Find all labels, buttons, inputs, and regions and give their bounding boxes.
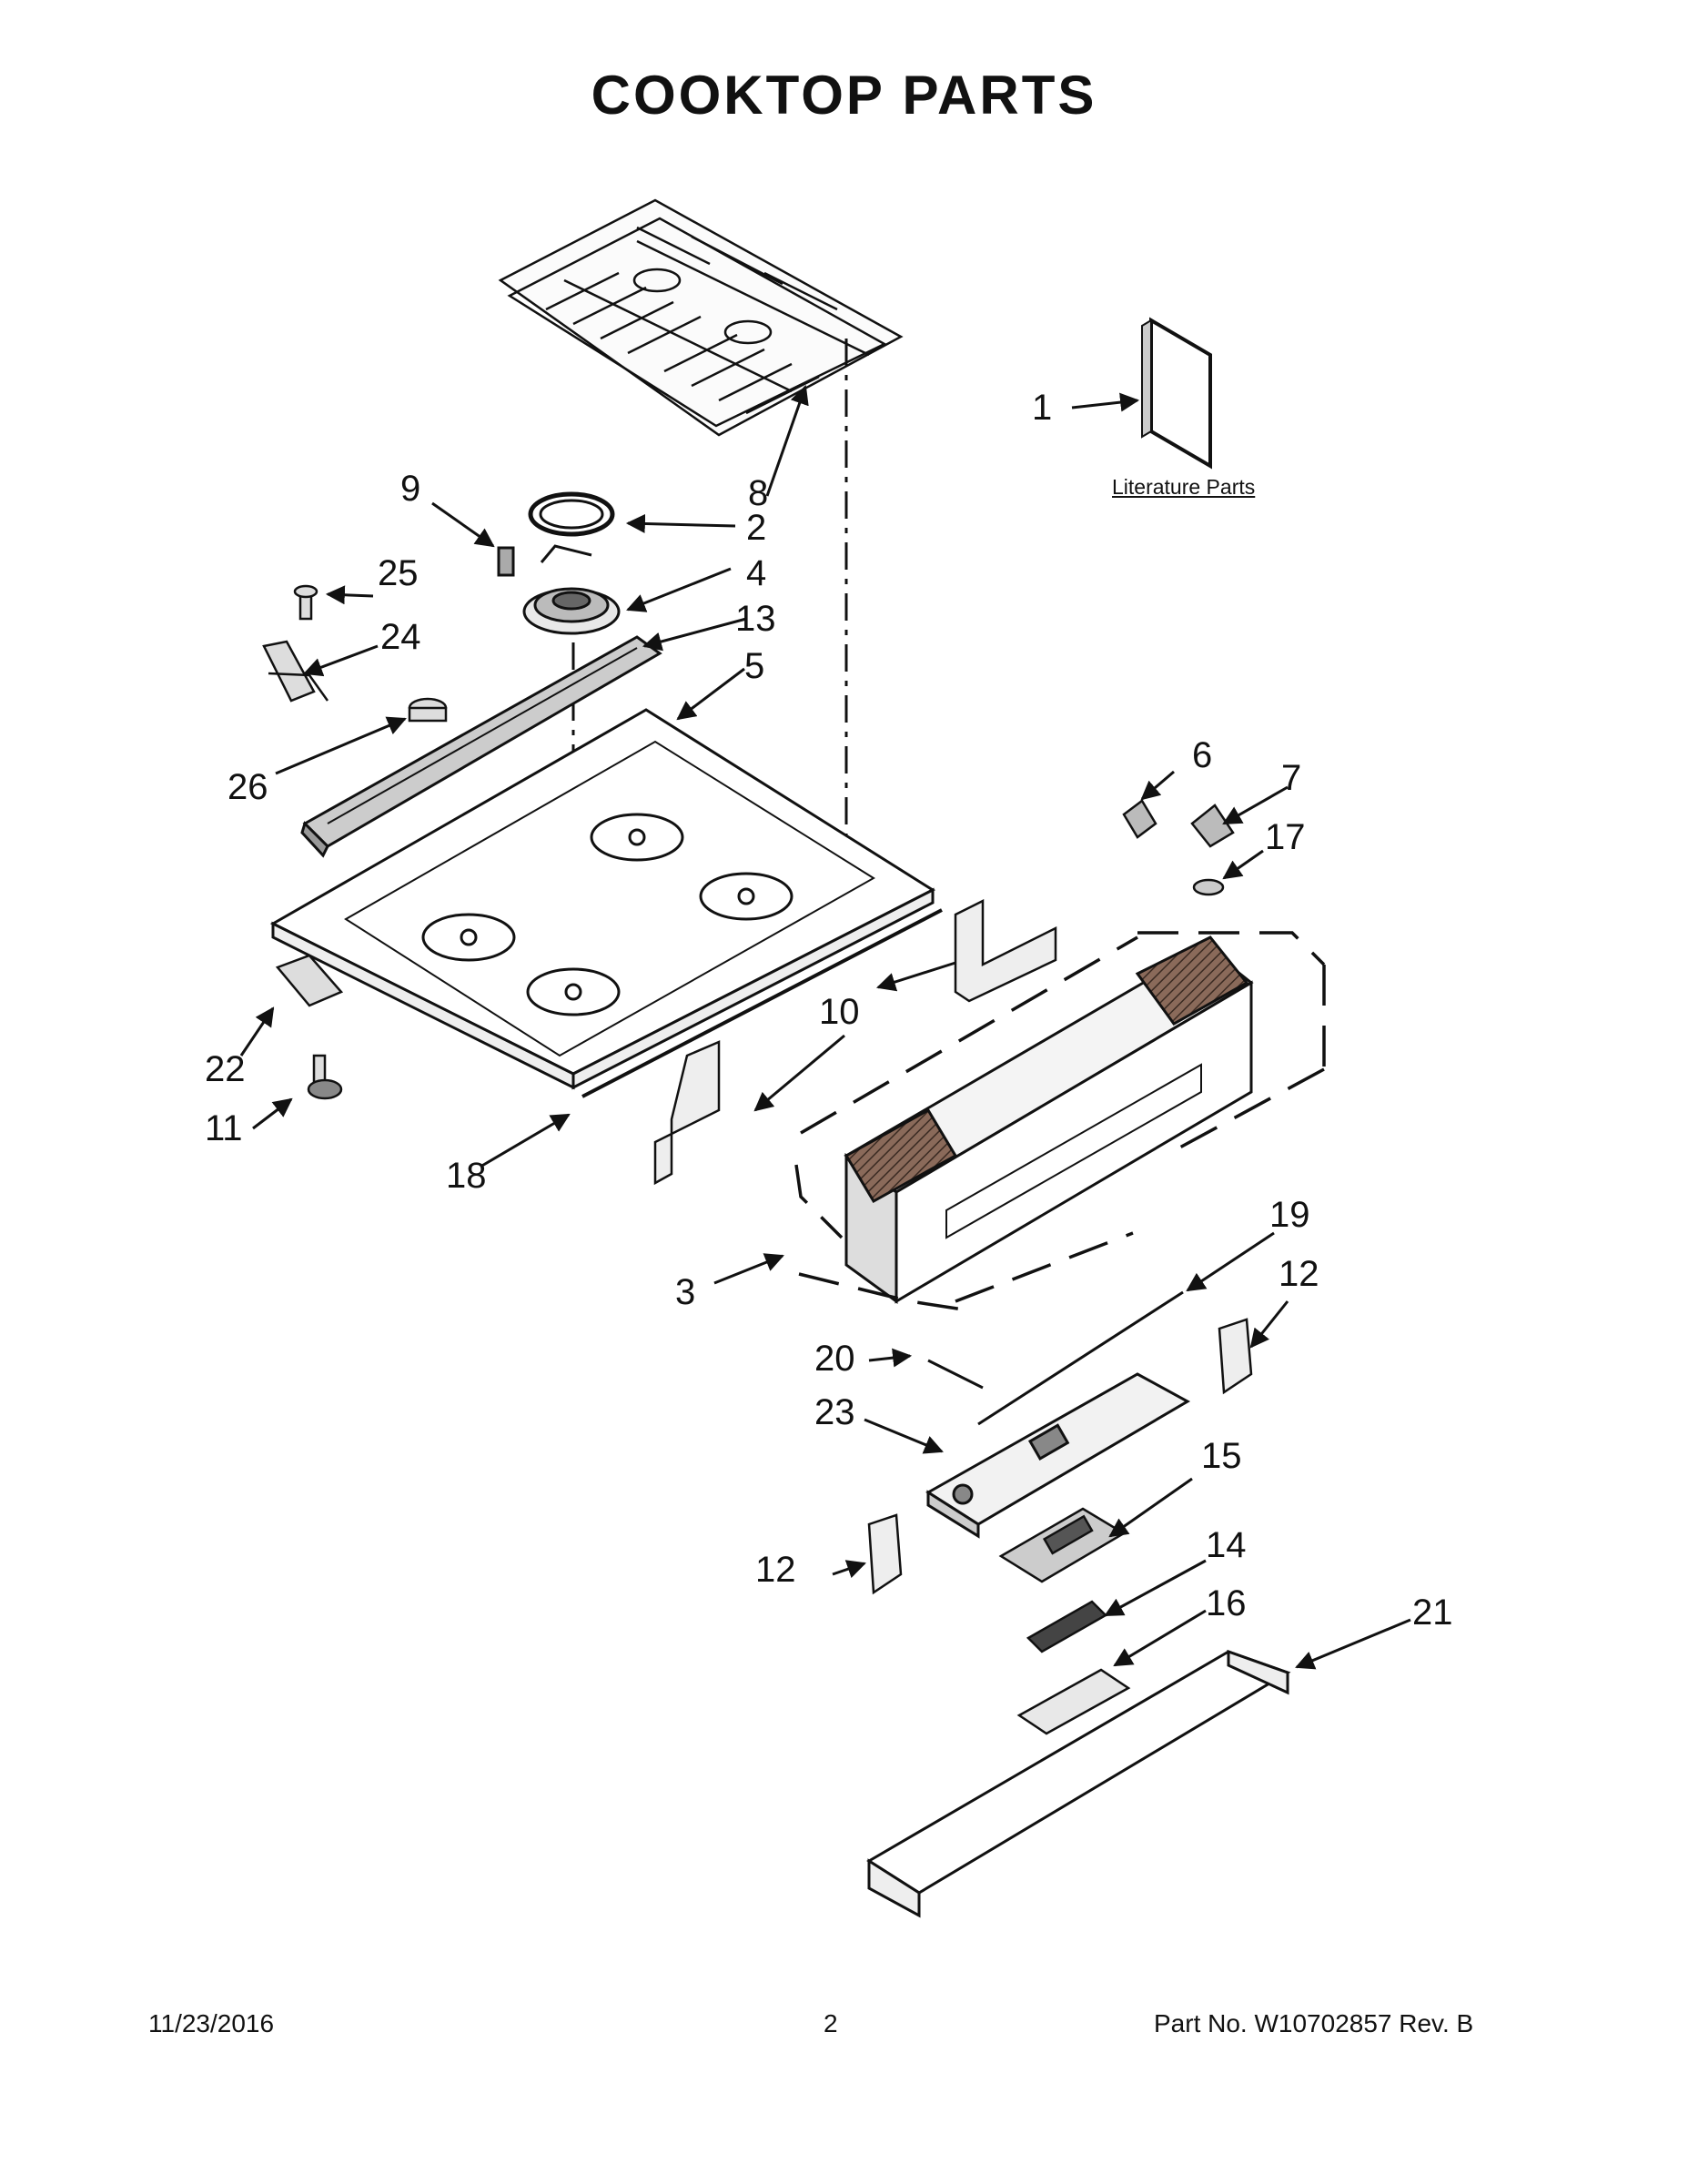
bottom-trim — [866, 1649, 1291, 1918]
callout-9: 9 — [400, 469, 421, 509]
callout-6: 6 — [1192, 735, 1213, 775]
burner-assembly — [497, 491, 621, 635]
literature-parts-label: Literature Parts — [1112, 475, 1256, 499]
control-board-bracket — [925, 1372, 1191, 1539]
end-brackets — [867, 1318, 1253, 1595]
callout-21: 21 — [1412, 1592, 1453, 1633]
callout-25: 25 — [378, 553, 419, 593]
callout-22: 22 — [205, 1049, 246, 1089]
page-title: COOKTOP PARTS — [591, 65, 1097, 126]
wire-20 — [927, 1359, 984, 1390]
small-hardware — [262, 584, 448, 723]
callout-15: 15 — [1201, 1436, 1242, 1476]
literature-booklet — [1141, 317, 1212, 470]
cooktop-grate — [498, 198, 904, 437]
callout-7: 7 — [1281, 758, 1302, 798]
callout-14: 14 — [1206, 1525, 1247, 1565]
callout-4: 4 — [746, 553, 767, 593]
callout-26: 26 — [227, 767, 268, 807]
leveling-foot — [307, 1054, 343, 1100]
callout-2: 2 — [746, 508, 767, 548]
callout-19: 19 — [1269, 1195, 1310, 1235]
callout-5: 5 — [744, 646, 765, 686]
bracket-22 — [275, 954, 344, 1007]
assembly-dashes — [794, 931, 1326, 1312]
callout-12-bottom: 12 — [755, 1550, 796, 1590]
callout-1: 1 — [1032, 388, 1053, 428]
callout-23: 23 — [814, 1392, 855, 1432]
electronics — [998, 1507, 1131, 1735]
wire-19 — [977, 1290, 1184, 1426]
cooktop-surface — [269, 708, 936, 1090]
footer-date: 11/23/2016 — [148, 2009, 275, 2037]
callout-18: 18 — [446, 1156, 487, 1196]
callout-leaders — [239, 385, 1411, 1670]
callout-17: 17 — [1265, 817, 1306, 857]
control-panel — [844, 935, 1254, 1304]
callout-10: 10 — [819, 992, 860, 1032]
callout-20: 20 — [814, 1339, 855, 1379]
side-trim-strip — [581, 908, 943, 1098]
callout-8: 8 — [748, 473, 769, 513]
control-knobs — [1122, 799, 1235, 896]
footer-part-number: Part No. W10702857 Rev. B — [1154, 2009, 1474, 2037]
callout-12-top: 12 — [1279, 1254, 1319, 1294]
igniter-bar — [300, 635, 662, 858]
footer-page-number: 2 — [824, 2009, 838, 2037]
callout-24: 24 — [380, 617, 421, 657]
side-brackets — [653, 898, 1057, 1186]
callout-13: 13 — [735, 599, 776, 639]
callout-3: 3 — [675, 1272, 696, 1312]
callout-16: 16 — [1206, 1583, 1247, 1623]
callout-11: 11 — [205, 1108, 243, 1148]
